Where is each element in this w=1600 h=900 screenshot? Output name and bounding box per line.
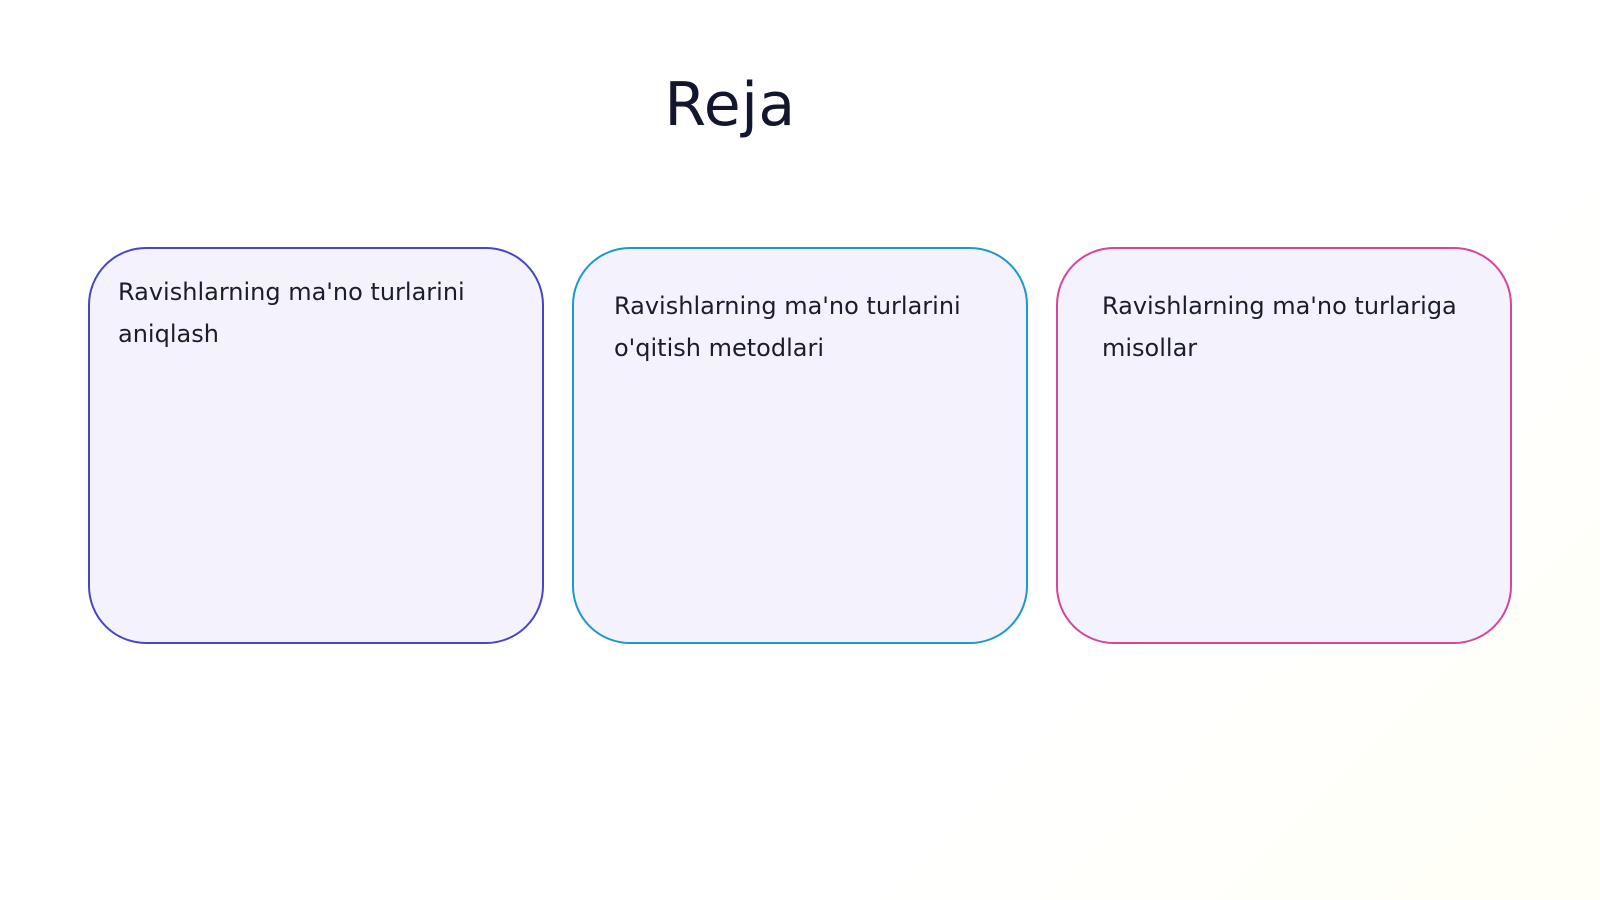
slide-title: Reja (664, 70, 796, 140)
plan-card-text: Ravishlarning ma'no turlariga misollar (1102, 292, 1457, 362)
plan-card-3: Ravishlarning ma'no turlariga misollar (1056, 247, 1512, 644)
plan-card-text: Ravishlarning ma'no turlarini aniqlash (118, 278, 465, 348)
plan-card-text: Ravishlarning ma'no turlarini o'qitish m… (614, 292, 961, 362)
plan-card-2: Ravishlarning ma'no turlarini o'qitish m… (572, 247, 1028, 644)
plan-card-1: Ravishlarning ma'no turlarini aniqlash (88, 247, 544, 644)
